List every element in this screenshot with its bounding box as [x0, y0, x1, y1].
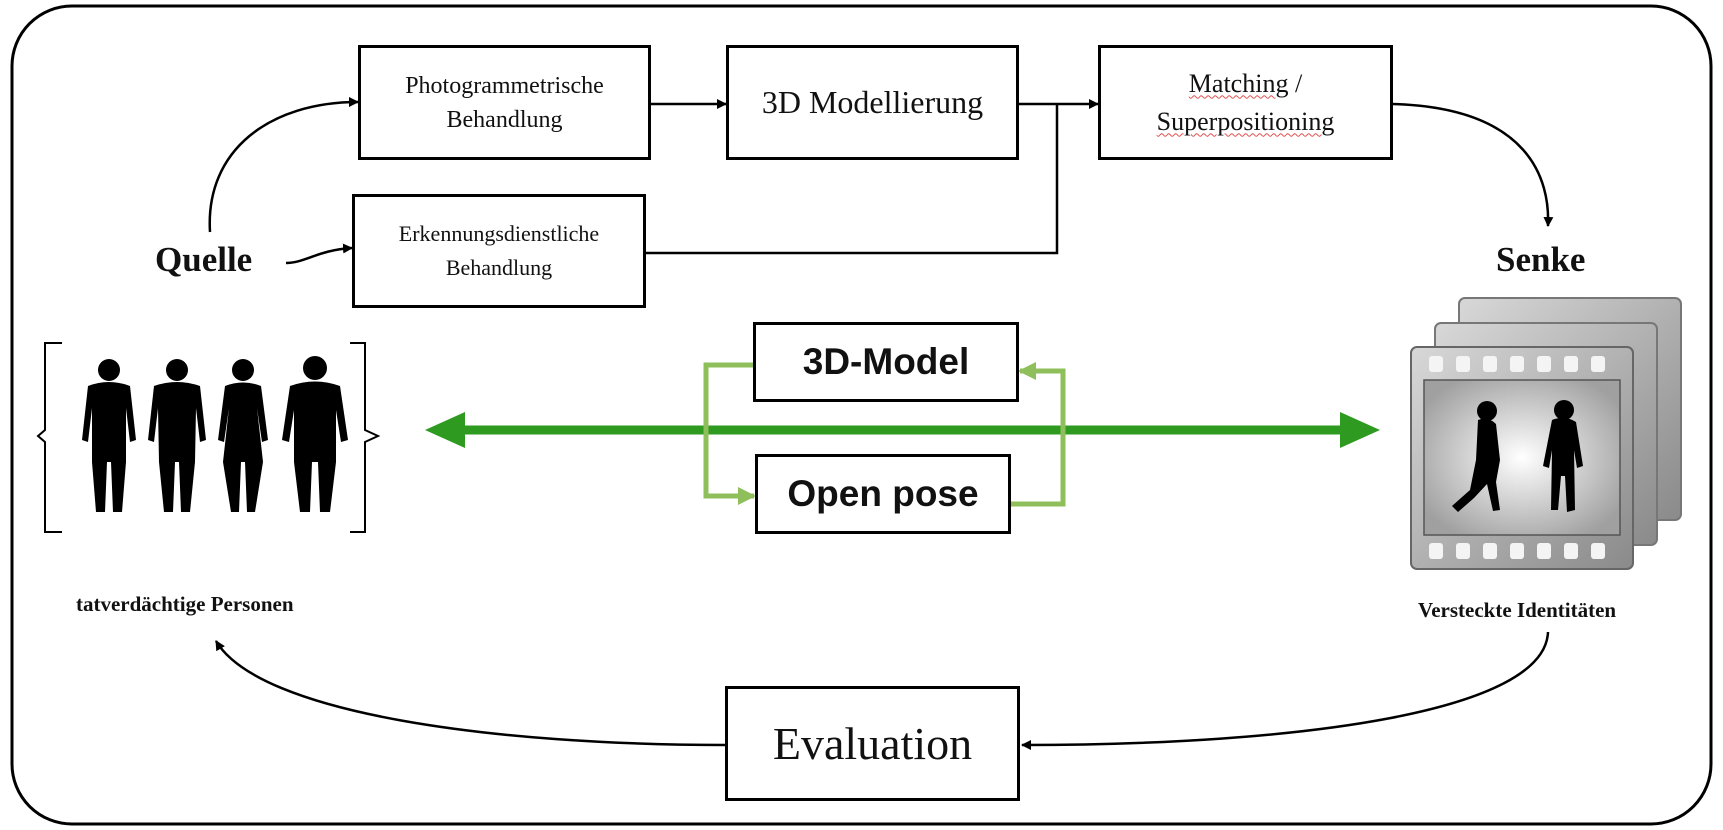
main-arrowhead-right — [1340, 412, 1380, 448]
evaluation-label: Evaluation — [772, 718, 973, 769]
matching-line2: Superpositioning — [1156, 106, 1335, 136]
arrow-matching-to-sink — [1392, 102, 1554, 227]
forensic-box: Erkennungsdienstliche Behandlung — [352, 194, 646, 308]
silhouettes-icon — [36, 342, 381, 533]
arrow-hidden-to-evaluation — [1021, 631, 1550, 750]
arrow-evaluation-to-suspects — [214, 640, 726, 747]
main-arrowhead-left — [425, 412, 465, 448]
evaluation-box: Evaluation — [725, 686, 1020, 801]
pose-label: Open pose — [787, 473, 979, 514]
matching-line1: Matching / — [1189, 65, 1302, 103]
matching-slash: / — [1288, 68, 1303, 98]
hidden-label: Versteckte Identitäten — [1418, 598, 1617, 622]
modelling-label: 3D Modellierung — [761, 84, 984, 120]
pose-box: Open pose — [755, 454, 1011, 534]
photogrammetric-box: Photogrammetrische Behandlung — [358, 45, 651, 160]
sink-label: Senke — [1496, 240, 1586, 279]
photogrammetric-line1: Photogrammetrische — [405, 72, 604, 99]
source-label: Quelle — [155, 240, 253, 279]
forensic-line2: Behandlung — [445, 255, 553, 280]
loop-arrow-model-to-pose — [703, 362, 756, 505]
line-forensic-to-matching — [645, 104, 1059, 255]
arrow-source-to-photogrammetric — [208, 97, 359, 233]
loop-arrow-pose-to-model — [1010, 362, 1066, 507]
model-box: 3D-Model — [753, 322, 1019, 402]
matching-box: Matching / Superpositioning — [1098, 45, 1393, 160]
suspects-label: tatverdächtige Personen — [76, 592, 294, 616]
matching-word: Matching — [1188, 68, 1289, 98]
modelling-box: 3D Modellierung — [726, 45, 1019, 160]
forensic-line1: Erkennungsdienstliche — [398, 221, 600, 246]
film-strip-icon — [1410, 297, 1682, 570]
outer-frame — [10, 4, 1713, 826]
model-label: 3D-Model — [802, 341, 970, 382]
arrow-source-to-forensic — [285, 243, 353, 265]
photogrammetric-line2: Behandlung — [446, 106, 563, 133]
